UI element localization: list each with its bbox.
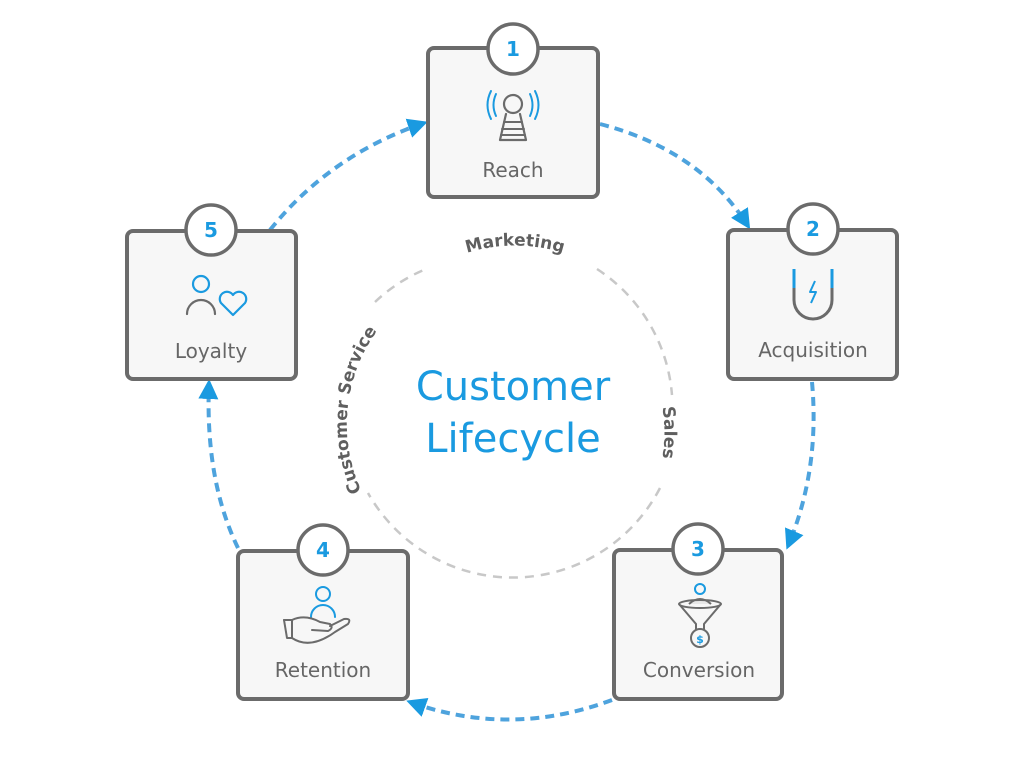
funnel-icon: $	[678, 583, 722, 648]
broadcast-tower-icon	[486, 90, 540, 142]
hand-holding-person-icon	[283, 586, 351, 644]
arrow-retention-to-loyalty	[198, 379, 240, 549]
svg-text:$: $	[696, 633, 704, 646]
stage-card-loyalty: 5 Loyalty	[125, 203, 298, 381]
stage-label: Loyalty	[175, 339, 248, 363]
stage-number: 2	[806, 217, 820, 241]
stage-card-acquisition: 2 Acquisition	[726, 202, 899, 381]
stage-label: Reach	[482, 158, 543, 182]
arrow-acquisition-to-conversion	[784, 381, 816, 550]
magnet-icon	[792, 269, 834, 321]
arc-label-sales: Sales	[658, 405, 680, 460]
stage-card-conversion: 3 $ Conversion	[612, 522, 784, 701]
stage-card-retention: 4 Retention	[236, 523, 410, 701]
stage-card-reach: 1 Reach	[426, 22, 600, 199]
flow-arrows	[198, 118, 816, 722]
stage-number: 3	[691, 537, 705, 561]
stage-label: Acquisition	[758, 338, 868, 362]
arc-label-customer-service: Customer Service	[332, 322, 382, 497]
arrow-reach-to-acquisition	[599, 122, 751, 230]
inner-dashed-circle	[366, 267, 674, 579]
arrow-conversion-to-retention	[406, 698, 613, 722]
center-title-line1: Customer	[416, 364, 611, 410]
stage-number: 1	[506, 37, 520, 61]
stage-label: Retention	[275, 658, 371, 682]
stage-number: 5	[204, 218, 218, 242]
arc-label-marketing: Marketing	[463, 230, 567, 257]
stage-number: 4	[316, 538, 330, 562]
center-title-line2: Lifecycle	[425, 416, 600, 462]
stage-label: Conversion	[643, 658, 755, 682]
person-heart-icon	[185, 274, 248, 317]
arrow-loyalty-to-reach	[268, 118, 428, 232]
